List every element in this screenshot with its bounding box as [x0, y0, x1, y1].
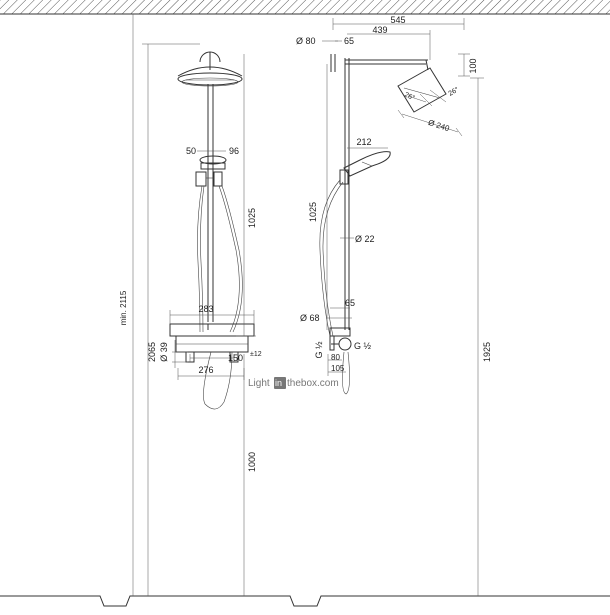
shower-arm	[345, 59, 429, 71]
riser-pipe	[207, 84, 214, 322]
dim-439: 439	[347, 25, 431, 60]
thermostat-mixer	[169, 323, 255, 363]
dim-212-label: 212	[356, 137, 371, 147]
dim-150-label: 150	[228, 353, 243, 363]
dim-1925-label: 1925	[482, 342, 492, 362]
dim-276: 276	[177, 365, 245, 380]
dim-diam-240-label: Ø 240	[427, 118, 451, 133]
dim-2115-label: min. 2115	[119, 290, 128, 325]
watermark-box: in	[275, 378, 282, 388]
side-view: 26° 26° Ø 240 100 545 439	[296, 15, 492, 596]
side-hand-shower	[339, 151, 391, 185]
watermark-left: Light	[248, 378, 270, 389]
dim-1925: 1925	[470, 77, 492, 596]
dim-96-label: 96	[229, 146, 239, 156]
dim-283-label: 283	[198, 304, 213, 314]
dim-439-label: 439	[372, 25, 387, 35]
dim-1025-front-label: 1025	[247, 208, 257, 228]
side-thermostat	[329, 327, 352, 351]
dim-150: 150 ±12	[189, 351, 262, 363]
dim-65-mid: 65	[330, 298, 355, 309]
dim-50-96: 50 96	[186, 146, 239, 156]
dim-pm12-label: ±12	[250, 351, 262, 358]
dim-2115: min. 2115	[119, 14, 134, 596]
dim-1025-side: 1025	[308, 64, 328, 330]
watermark: Light in thebox.com	[248, 377, 339, 389]
dim-212: 212	[347, 137, 388, 149]
thread-right-label: G ½	[354, 341, 372, 351]
watermark-right: thebox.com	[287, 378, 339, 389]
dim-diam-39: Ø 39	[159, 340, 188, 368]
thread-left-label: G ½	[314, 341, 324, 359]
shower-hose	[197, 185, 243, 410]
floor-profile	[0, 595, 610, 607]
dim-2065: 2065	[142, 43, 200, 596]
dim-1025-side-label: 1025	[308, 202, 318, 222]
dim-diam-22: Ø 22	[340, 234, 375, 244]
dim-105-label: 105	[331, 364, 345, 373]
ceiling-hatch	[0, 0, 610, 15]
side-riser-pipe	[330, 54, 350, 330]
hand-shower	[195, 155, 227, 187]
dim-276-label: 276	[198, 365, 213, 375]
front-view: 2065 min. 2115 1025 1000 283 50 9	[119, 14, 262, 596]
tilt-angle: 26° 26°	[403, 85, 460, 102]
side-shower-head	[397, 67, 447, 113]
dim-diam-68: Ø 68	[300, 313, 352, 323]
angle-right-label: 26°	[447, 85, 460, 97]
thread-labels: G ½ G ½	[314, 341, 372, 359]
dim-diam-22-label: Ø 22	[355, 234, 375, 244]
dim-1000: 1000	[243, 354, 257, 596]
dim-65-mid-label: 65	[345, 298, 355, 308]
dim-545-label: 545	[390, 15, 405, 25]
dim-diam-80-label: Ø 80	[296, 36, 316, 46]
dim-diam-68-label: Ø 68	[300, 313, 320, 323]
dim-283: 283	[169, 304, 255, 324]
dim-80-label: 80	[331, 353, 340, 362]
dim-100-label: 100	[468, 58, 478, 73]
angle-left-label: 26°	[403, 91, 416, 103]
dim-100: 100	[458, 53, 478, 77]
dim-50-label: 50	[186, 146, 196, 156]
dim-1000-label: 1000	[247, 452, 257, 472]
dim-2065-label: 2065	[147, 342, 157, 362]
dim-1025-front: 1025	[236, 54, 257, 337]
rain-shower-head	[177, 51, 243, 87]
dim-diam-240: Ø 240	[397, 109, 463, 137]
dim-65-top-label: 65	[344, 36, 354, 46]
dim-545: 545	[332, 15, 465, 30]
dim-diam-39-label: Ø 39	[159, 342, 169, 362]
dim-80-105: 80 105	[327, 353, 346, 376]
dim-diam-80: Ø 80 65	[296, 36, 354, 46]
